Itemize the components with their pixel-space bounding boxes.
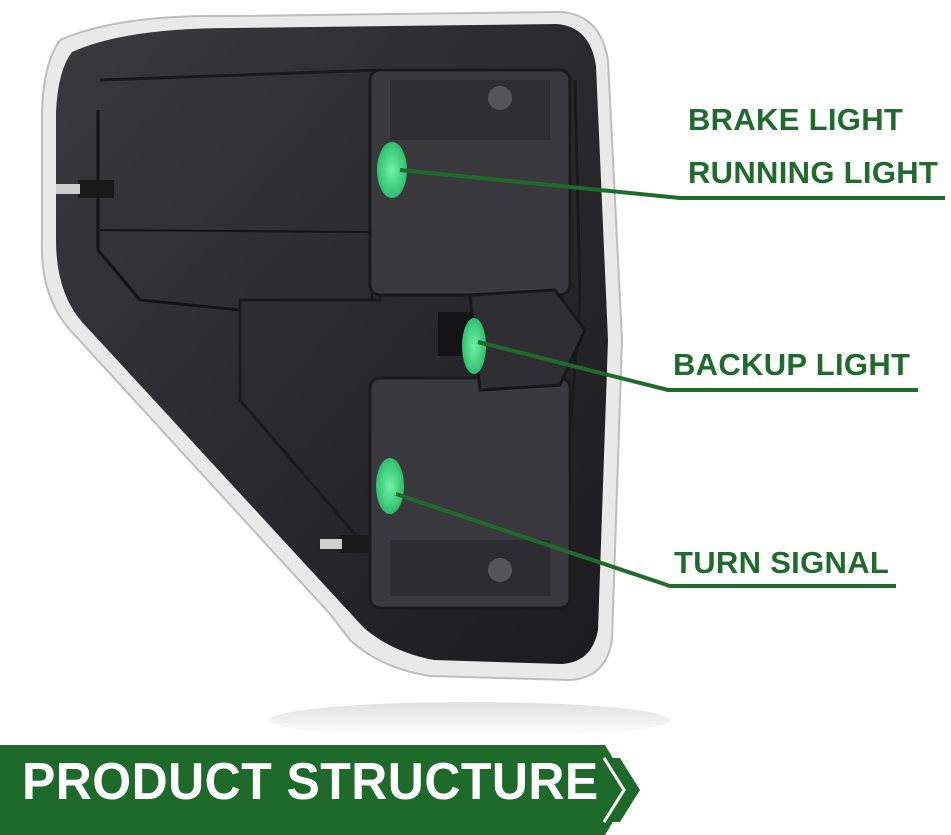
mounting-stud-top-left — [56, 180, 114, 198]
backup-bulb — [462, 318, 486, 374]
label-turn-signal: TURN SIGNAL — [674, 545, 890, 580]
label-brake-light: BRAKE LIGHT — [688, 102, 904, 137]
label-running-light: RUNNING LIGHT — [688, 155, 939, 190]
brake-running-bulb — [377, 142, 407, 198]
turn-signal-bulb — [376, 458, 404, 514]
label-backup-light: BACKUP LIGHT — [673, 347, 911, 382]
chevron-right-icon — [608, 758, 640, 822]
leader-line-brake-running — [399, 168, 945, 200]
backup-socket-housing — [468, 288, 587, 392]
leader-line-turn — [395, 492, 896, 588]
mounting-stud-bottom — [320, 535, 370, 553]
floor-reflection — [270, 702, 670, 738]
leader-line-backup — [477, 340, 918, 392]
banner-background — [0, 745, 632, 835]
banner-title: PRODUCT STRUCTURE — [22, 753, 599, 811]
